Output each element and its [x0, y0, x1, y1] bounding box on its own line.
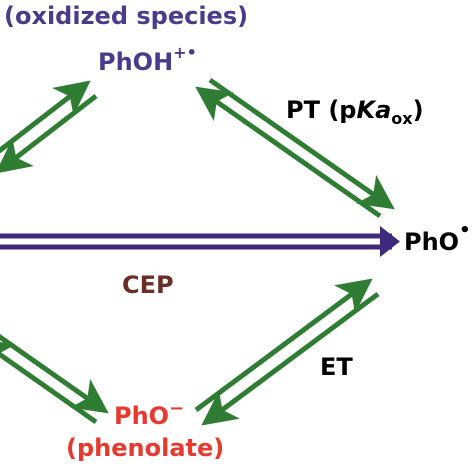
- phenolate-charge: −: [169, 398, 185, 419]
- pt-suffix: ): [412, 96, 424, 124]
- equilibrium-arrow-lower-left: [0, 333, 109, 425]
- phoh-charge: +•: [173, 43, 197, 62]
- phenolate-caption: (phenolate): [66, 434, 225, 462]
- phenolate-label: PhO−: [114, 400, 184, 430]
- cep-label: CEP: [122, 271, 174, 299]
- equilibrium-arrow-et: [194, 278, 380, 426]
- equilibrium-arrow-upper-left: [0, 80, 98, 174]
- phenolate-formula: PhO: [114, 402, 170, 430]
- pho-formula: PhO: [404, 228, 460, 256]
- pt-prefix: PT (p: [286, 96, 357, 124]
- phoh-radical-cation-label: PhOH+•: [98, 45, 197, 76]
- cep-arrow: [0, 226, 400, 257]
- pt-process-label: PT (pKaox): [286, 96, 424, 127]
- pho-radical-mark: •: [459, 220, 471, 241]
- pt-subscript: ox: [391, 109, 413, 128]
- pt-ka: Ka: [356, 96, 392, 124]
- oxidized-species-caption: (oxidized species): [4, 2, 249, 30]
- equilibrium-arrow-pt: [195, 77, 395, 219]
- et-label: ET: [320, 353, 353, 381]
- phoh-formula: PhOH: [98, 48, 174, 76]
- phenoxyl-radical-label: PhO•: [404, 222, 471, 256]
